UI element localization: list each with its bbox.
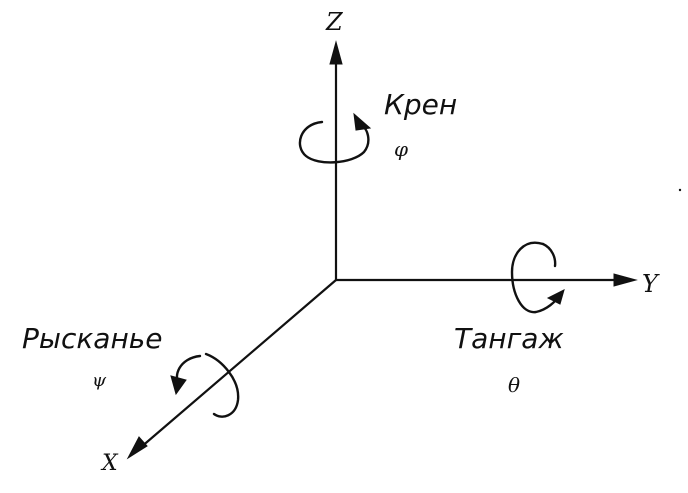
z-axis-arrowhead bbox=[329, 40, 343, 65]
pitch-rotation-arrowhead-icon bbox=[546, 289, 565, 305]
roll-rotation: Крен φ bbox=[298, 88, 457, 164]
x-axis-label: X bbox=[100, 451, 119, 476]
y-axis: Y bbox=[334, 270, 660, 298]
yaw-rotation-loop-icon bbox=[204, 352, 240, 418]
z-axis-label: Z bbox=[325, 8, 344, 36]
x-axis-line bbox=[138, 278, 338, 450]
yaw-label: Рысканье bbox=[22, 322, 163, 355]
pitch-symbol: θ bbox=[508, 373, 520, 397]
y-axis-arrowhead bbox=[613, 273, 638, 287]
roll-label: Крен bbox=[384, 88, 457, 121]
y-axis-label: Y bbox=[642, 270, 660, 298]
roll-rotation-arrowhead-icon bbox=[353, 112, 372, 131]
x-axis-arrowhead bbox=[126, 436, 148, 460]
z-axis: Z bbox=[325, 8, 344, 282]
yaw-rotation-arrowhead-icon bbox=[170, 375, 187, 396]
pitch-rotation-back-arc-icon bbox=[541, 242, 557, 268]
scan-speck bbox=[678, 188, 682, 192]
yaw-rotation: Рысканье ψ bbox=[22, 322, 240, 418]
pitch-rotation: Тангаж θ bbox=[454, 241, 565, 397]
yaw-symbol: ψ bbox=[92, 370, 107, 391]
roll-rotation-arc-icon bbox=[298, 120, 370, 164]
pitch-label: Тангаж bbox=[454, 322, 564, 355]
pitch-rotation-arc-icon bbox=[510, 241, 562, 314]
roll-symbol: φ bbox=[394, 137, 408, 161]
x-axis: X bbox=[100, 278, 338, 476]
